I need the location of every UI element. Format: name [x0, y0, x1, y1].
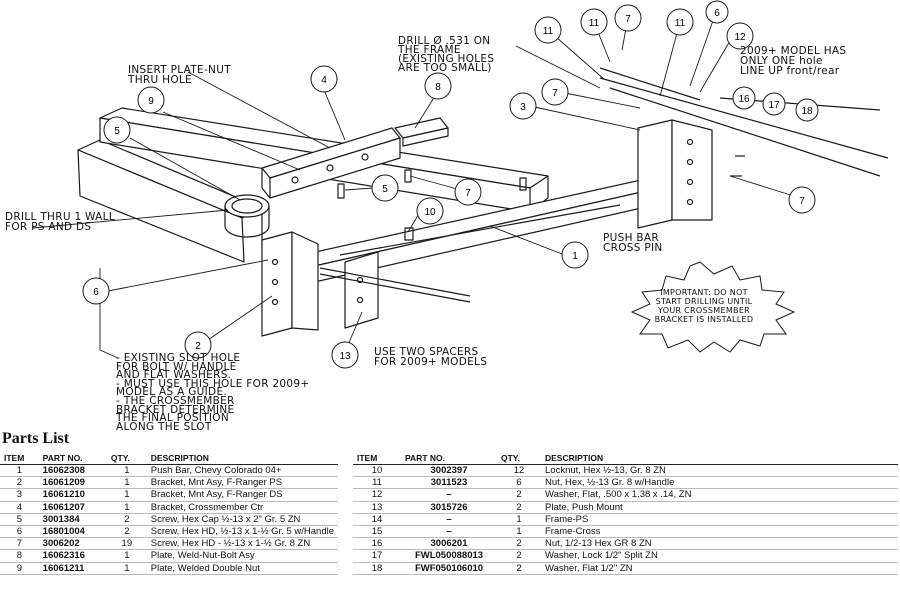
svg-text:4: 4 — [321, 75, 327, 86]
svg-text:6: 6 — [714, 8, 720, 19]
callout-6: 6 — [82, 277, 110, 305]
note-important: IMPORTANT: DO NOT START DRILLING UNTIL Y… — [654, 288, 754, 324]
callout-7a: 7 — [614, 4, 642, 32]
svg-text:6: 6 — [93, 287, 99, 298]
svg-text:7: 7 — [552, 88, 558, 99]
callout-1: 1 — [561, 241, 589, 269]
note-drill-wall: DRILL THRU 1 WALL FOR PS AND DS — [5, 211, 115, 233]
svg-text:9: 9 — [148, 96, 154, 107]
svg-text:17: 17 — [768, 100, 780, 111]
callout-7c: 7 — [454, 178, 482, 206]
important-starburst — [630, 261, 796, 353]
push-bar-cross-pin — [319, 204, 621, 303]
callout-7d: 7 — [788, 186, 816, 214]
note-insert-plate: INSERT PLATE-NUT THRU HOLE — [128, 64, 231, 86]
leader-lines — [32, 11, 801, 359]
callout-17: 17 — [762, 92, 786, 116]
bracket-ds — [637, 119, 713, 229]
callout-9: 9 — [137, 86, 165, 114]
note-2009-model: 2009+ MODEL HAS ONLY ONE hole LINE UP fr… — [740, 45, 847, 77]
table-header-row: ITEM PART NO. QTY. DESCRIPTION — [353, 451, 898, 465]
bolts — [337, 155, 745, 241]
callout-6-top: 6 — [705, 0, 729, 24]
svg-text:1: 1 — [572, 251, 578, 262]
svg-text:7: 7 — [625, 14, 631, 25]
svg-text:5: 5 — [382, 184, 388, 195]
callout-12: 12 — [726, 22, 754, 50]
svg-text:11: 11 — [675, 18, 686, 29]
svg-text:7: 7 — [799, 196, 805, 207]
callout-2: 2 — [184, 331, 212, 359]
svg-text:16: 16 — [738, 94, 750, 105]
callout-3: 3 — [509, 92, 537, 120]
note-slot-hole: - EXISTING SLOT HOLE FOR BOLT W/ HANDLE … — [116, 352, 310, 433]
callout-10: 10 — [416, 197, 444, 225]
svg-text:10: 10 — [424, 207, 436, 218]
parts-list-title: Parts List — [2, 430, 70, 447]
frame-rail-hole — [224, 194, 270, 238]
col-part-no: PART NO. — [38, 451, 107, 465]
col-qty: QTY. — [106, 451, 147, 465]
callout-5a: 5 — [103, 116, 131, 144]
note-spacers: USE TWO SPACERS FOR 2009+ MODELS — [374, 346, 488, 368]
col-description: DESCRIPTION — [541, 451, 898, 465]
callout-4: 4 — [310, 65, 338, 93]
svg-text:3: 3 — [520, 102, 526, 113]
note-drill-frame: DRILL Ø .531 ON THE FRAME (EXISTING HOLE… — [398, 35, 495, 74]
bracket-ps — [261, 231, 319, 337]
col-item: ITEM — [353, 451, 401, 465]
callout-5b: 5 — [371, 174, 399, 202]
table-header-row: ITEM PART NO. QTY. DESCRIPTION — [0, 451, 338, 465]
col-qty: QTY. — [497, 451, 541, 465]
callout-11b: 11 — [580, 8, 608, 36]
col-part-no: PART NO. — [401, 451, 497, 465]
callout-8: 8 — [424, 72, 452, 100]
callout-13: 13 — [331, 341, 359, 369]
col-description: DESCRIPTION — [146, 451, 338, 465]
push-mount-plate — [344, 251, 379, 329]
svg-text:13: 13 — [339, 351, 351, 362]
callout-7b: 7 — [541, 78, 569, 106]
callout-16: 16 — [732, 86, 756, 110]
callout-18: 18 — [795, 98, 819, 122]
callout-11a: 11 — [534, 16, 562, 44]
crossmember-center-bracket — [261, 127, 401, 199]
svg-text:2: 2 — [195, 341, 201, 352]
note-push-bar-cross-pin: PUSH BAR CROSS PIN — [603, 232, 663, 254]
plate-nut — [394, 117, 449, 147]
svg-text:8: 8 — [435, 82, 441, 93]
exploded-assembly-diagram: 1 2 3 4 5 5 6 7 7 7 7 8 9 10 11 11 11 12… — [32, 0, 889, 369]
svg-text:18: 18 — [801, 106, 813, 117]
col-item: ITEM — [0, 451, 39, 465]
callouts: 1 2 3 4 5 5 6 7 7 7 7 8 9 10 11 11 11 12… — [82, 0, 819, 369]
callout-11c: 11 — [666, 8, 694, 36]
svg-text:12: 12 — [734, 32, 746, 43]
svg-text:7: 7 — [465, 188, 471, 199]
svg-text:5: 5 — [114, 126, 120, 137]
svg-text:11: 11 — [543, 26, 554, 37]
svg-text:11: 11 — [589, 18, 600, 29]
